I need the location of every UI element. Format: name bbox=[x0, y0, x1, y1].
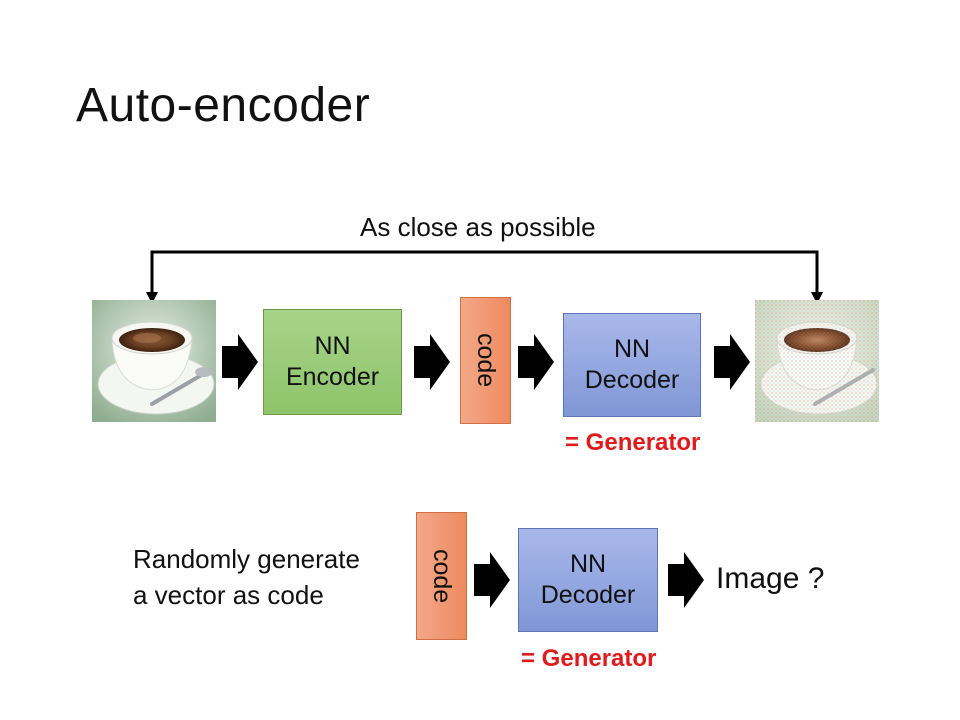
feedback-arrowhead-left bbox=[146, 292, 158, 304]
coffee-cup-image bbox=[92, 300, 216, 422]
feedback-line bbox=[150, 250, 819, 298]
feedback-arrowhead-right bbox=[811, 292, 823, 304]
right-arrow-icon bbox=[414, 334, 450, 390]
random-vector-description: Randomly generate a vector as code bbox=[133, 544, 360, 611]
nn-decoder-label-bottom: NN Decoder bbox=[540, 549, 636, 609]
nn-decoder-box-bottom: NN Decoder bbox=[518, 528, 658, 632]
right-arrow-icon bbox=[518, 334, 554, 390]
right-arrow-icon bbox=[668, 552, 704, 608]
right-arrow-icon bbox=[714, 334, 750, 390]
right-arrow-icon bbox=[222, 334, 258, 390]
nn-decoder-label-top: NN Decoder bbox=[584, 334, 680, 394]
generator-label-top: = Generator bbox=[565, 429, 701, 456]
right-arrow-icon bbox=[474, 552, 510, 608]
code-label-top: code bbox=[472, 333, 501, 388]
nn-encoder-box: NN Encoder bbox=[263, 309, 402, 415]
feedback-caption: As close as possible bbox=[360, 212, 596, 242]
code-label-bottom: code bbox=[428, 548, 457, 604]
image-output-label: Image ? bbox=[716, 562, 825, 595]
nn-encoder-label: NN Encoder bbox=[285, 331, 380, 391]
generator-label-bottom: = Generator bbox=[521, 645, 657, 672]
slide-title: Auto-encoder bbox=[76, 79, 371, 132]
nn-decoder-box-top: NN Decoder bbox=[563, 313, 701, 417]
code-box-top: code bbox=[460, 297, 511, 424]
code-box-bottom: code bbox=[416, 512, 467, 640]
reconstructed-coffee-cup-image bbox=[755, 300, 879, 422]
